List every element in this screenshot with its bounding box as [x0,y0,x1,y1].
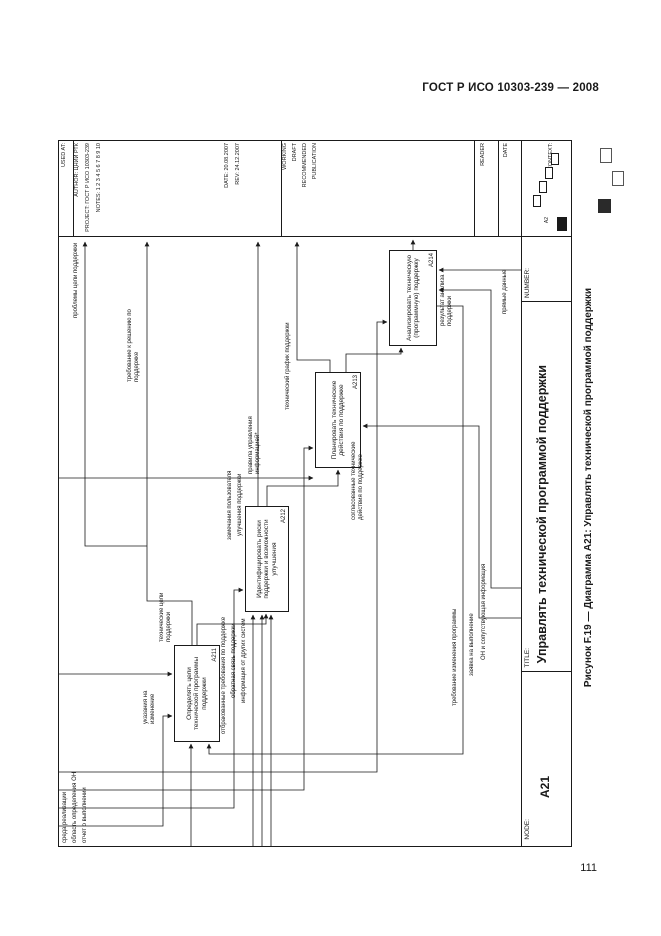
arrow-label: прямые данные [502,269,508,314]
working-label: WORKING [282,143,288,170]
arrow-label: требование изменения программы [452,608,458,706]
idef0-form-sheet: USED AT: AUTHOR: ЦНИИ РТК PROJECT: ГОСТ … [58,140,572,847]
activity-box-a214: Анализировать техническую (программную) … [389,250,437,346]
doc-header: ГОСТ Р ИСО 10303-239 — 2008 [422,82,599,94]
activity-box-a212: Идентифицировать риски поддержки и возмо… [245,506,289,612]
arrow-label: область определения ОН [72,771,78,843]
arrow-label: технический график поддержки [285,322,291,410]
used-at-cell: USED AT: [59,141,74,236]
arrow-label: технические цели поддержки [159,592,172,642]
context-thumb-box [551,153,559,165]
arrow-label: улучшения поддержки [237,473,243,536]
context-thumb-box [533,195,541,207]
arrow-label: согласованные технические действия по по… [351,441,364,520]
activity-box-text: Идентифицировать риски поддержки и возмо… [256,519,278,599]
form-header-band: USED AT: AUTHOR: ЦНИИ РТК PROJECT: ГОСТ … [59,141,571,237]
idef0-diagram: Определять цели технической программы по… [59,236,521,846]
reader-date-label: DATE [503,143,509,158]
arrow-label: проблемы цели поддержки [73,242,79,318]
reader-label: READER [480,143,486,166]
arrow-label: ОН и сопутствующая информация [481,563,487,660]
activity-box-number: А214 [428,253,435,268]
draft-label: DRAFT [292,143,298,162]
context-thumb-box [545,167,553,179]
rev-label: REV: 24.12.2007 [235,143,241,185]
activity-box-number: А212 [280,509,287,524]
arrow-label: отчет о выполнении [82,787,88,843]
activity-box-text: Планировать технические действия по подд… [330,380,345,460]
activity-box-a211: Определять цели технической программы по… [174,645,220,742]
form-title-band: NUMBER: TITLE: Управлять технической про… [521,236,572,846]
activity-box-text: Определять цели технической программы по… [186,656,208,731]
arrow-label: среда реализации [62,791,68,843]
number-label: NUMBER: [524,268,531,298]
context-thumb-box [539,181,547,193]
arrow-label: отбракованные требования по поддержке [221,616,227,734]
arrow-label: требование к решению по поддержке [127,309,140,382]
arrows [59,239,521,846]
reader-cell: READER [474,141,499,236]
number-cell: NUMBER: [522,236,572,302]
author-label: AUTHOR: ЦНИИ РТК [74,143,80,197]
arrow-label: правила управления информацией* [248,416,261,474]
project-label: PROJECT: ГОСТ Р ИСО 10303-239 [85,143,91,232]
author-cell: AUTHOR: ЦНИИ РТК PROJECT: ГОСТ Р ИСО 103… [73,141,282,236]
edge-mark [612,171,624,186]
arrow-network [59,239,521,846]
date-label: DATE: 20.08.2007 [224,143,230,188]
node-number: A21 [538,775,552,798]
recommended-label: RECOMMENDED [302,143,308,188]
reader-date-cell: DATE [498,141,522,236]
diagram-title: Управлять технической программой поддерж… [535,364,549,663]
activity-box-text: Анализировать техническую (программную) … [405,255,420,341]
publication-label: PUBLICATION [312,143,318,180]
title-cell: TITLE: Управлять технической программой … [522,301,572,672]
arrow-label: указания на изменение [143,690,156,724]
node-cell: NODE: A21 [522,671,572,846]
activity-box-number: А213 [352,375,359,390]
edge-mark [598,199,611,213]
title-label: TITLE: [524,648,531,668]
page-number: 111 [580,862,597,874]
arrow-label: заявка на выполнение [469,613,475,676]
context-thumb-current-box [557,217,567,231]
arrow-label: замечания пользователя [227,470,233,540]
arrow-label: информация от других систем [241,618,247,703]
edge-mark [600,148,612,163]
figure-caption: Рисунок F.19 — Диаграмма А21: Управлять … [583,288,594,688]
arrow-label: обратная связь поддержки [231,623,237,698]
notes-label: NOTES: 1 2 3 4 5 6 7 8 9 10 [96,143,102,213]
used-at-label: USED AT: [61,143,67,168]
diagram-area: Определять цели технической программы по… [59,236,521,846]
status-cell: WORKING DRAFT RECOMMENDED PUBLICATION [281,141,475,236]
context-node-label: A2 [544,217,550,224]
node-label: NODE: [524,819,531,840]
context-cell: CONTEXT: A2 [521,141,571,236]
activity-box-number: А211 [211,648,218,662]
arrow-label: результат анализа поддержки [440,274,453,326]
